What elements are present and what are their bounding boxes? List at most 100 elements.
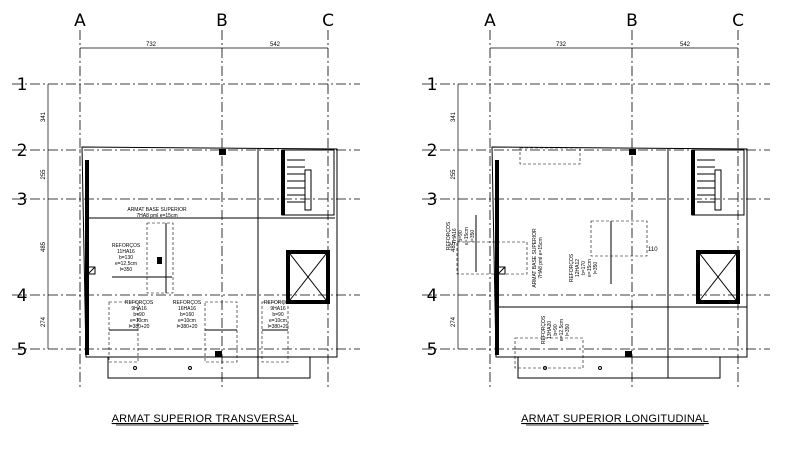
elevator-shaft <box>696 250 740 304</box>
dimension-542: 542 <box>270 42 281 48</box>
axis-label-2: 2 <box>17 141 28 161</box>
note-line: 7HA8 pml e=15cm <box>538 237 544 278</box>
reinforcement-zone <box>514 337 584 369</box>
note-line: b=130 <box>119 255 133 261</box>
note-line: REFORÇOS <box>446 221 452 250</box>
reinforcement-zone <box>519 147 581 165</box>
axis-label-5: 5 <box>17 340 28 360</box>
elevator-cross <box>699 253 737 301</box>
section-marker <box>87 266 96 275</box>
balcony-strip <box>517 356 721 379</box>
reinforcement-zone <box>590 220 648 257</box>
drain-icon <box>188 366 192 370</box>
note-line: ARMAT BASE SUPERIOR <box>127 207 187 213</box>
drain-icon <box>598 366 602 370</box>
axis-label-3: 3 <box>427 190 438 210</box>
dimension-274: 274 <box>451 316 457 327</box>
dimension-732: 732 <box>556 42 567 48</box>
note-line: REFORÇOS <box>569 253 575 282</box>
note-line: 11HA16 <box>117 249 135 255</box>
balcony-strip <box>107 356 311 379</box>
axis-label-B: B <box>216 11 228 31</box>
plan-title: ARMAT SUPERIOR TRANSVERSAL <box>112 413 299 425</box>
reinforcement-zone <box>204 301 238 363</box>
axis-label-B: B <box>626 11 638 31</box>
axis-label-A: A <box>484 11 496 31</box>
column-marker <box>219 149 226 155</box>
note-line: b=160 <box>180 312 194 318</box>
note-line: b=90 <box>133 312 144 318</box>
note-line: e=12,5cm <box>115 261 137 267</box>
note-line: l=380+20 <box>129 324 150 330</box>
note-line: b=90 <box>458 230 464 241</box>
note-line: 13HA20 <box>547 321 553 339</box>
note-line: l=350 <box>120 267 133 273</box>
note-line: REFORÇOS <box>125 300 154 306</box>
axis-label-1: 1 <box>17 75 28 95</box>
dimension-341: 341 <box>451 111 457 122</box>
dimension-255: 255 <box>451 169 457 180</box>
note-line: REFORÇOS <box>173 300 202 306</box>
reinforcement-zone <box>146 222 174 294</box>
note-line: l=380+20 <box>177 324 198 330</box>
note-line: b=90 <box>553 324 559 335</box>
column-marker <box>629 149 636 155</box>
slab-outline <box>491 146 748 358</box>
dimension-542: 542 <box>680 42 691 48</box>
dimension-110: 110 <box>648 247 658 253</box>
dimension-341: 341 <box>41 111 47 122</box>
column-marker <box>215 351 222 357</box>
section-marker <box>497 266 506 275</box>
note-line: 16HA16 <box>178 306 196 312</box>
note-line: e=10cm <box>269 318 287 324</box>
axis-label-A: A <box>74 11 86 31</box>
note-line: 9HA16 <box>270 306 286 312</box>
axis-label-C: C <box>322 11 334 31</box>
slab-outline <box>81 146 338 358</box>
elevator-shaft <box>286 250 330 304</box>
note-line: l=350 <box>565 324 571 337</box>
dimension-255: 255 <box>41 169 47 180</box>
dimension-274: 274 <box>41 316 47 327</box>
note-line: e=15cm <box>587 259 593 277</box>
dimension-485: 485 <box>451 241 457 252</box>
axis-label-2: 2 <box>427 141 438 161</box>
column-marker <box>157 257 162 264</box>
dimension-485: 485 <box>41 241 47 252</box>
note-line: b=170 <box>581 261 587 275</box>
axis-label-4: 4 <box>427 286 438 306</box>
note-line: b=90 <box>272 312 283 318</box>
reinforcement-zone <box>456 241 528 275</box>
dimension-732: 732 <box>146 42 157 48</box>
note-line: l=350 <box>470 230 476 243</box>
axis-label-C: C <box>732 11 744 31</box>
note-line: 7HA8 pml e=15cm <box>136 213 177 219</box>
drain-icon <box>133 366 137 370</box>
note-line: e=12,5cm <box>559 319 565 341</box>
reinforcement-zone <box>108 301 139 363</box>
note-line: 9HA16 <box>131 306 147 312</box>
column-marker <box>625 351 632 357</box>
note-line: l=380+20 <box>268 324 289 330</box>
axis-label-1: 1 <box>427 75 438 95</box>
axis-label-5: 5 <box>427 340 438 360</box>
stair-landing <box>714 169 722 211</box>
plan-title: ARMAT SUPERIOR LONGITUDINAL <box>521 413 709 425</box>
note-line: REFORÇOS <box>112 243 141 249</box>
note-line: 12HA12 <box>575 259 581 277</box>
note-line: REFORÇOS <box>264 300 293 306</box>
note-line: e=10cm <box>178 318 196 324</box>
elevator-cross <box>289 253 327 301</box>
note-line: REFORÇOS <box>541 315 547 344</box>
